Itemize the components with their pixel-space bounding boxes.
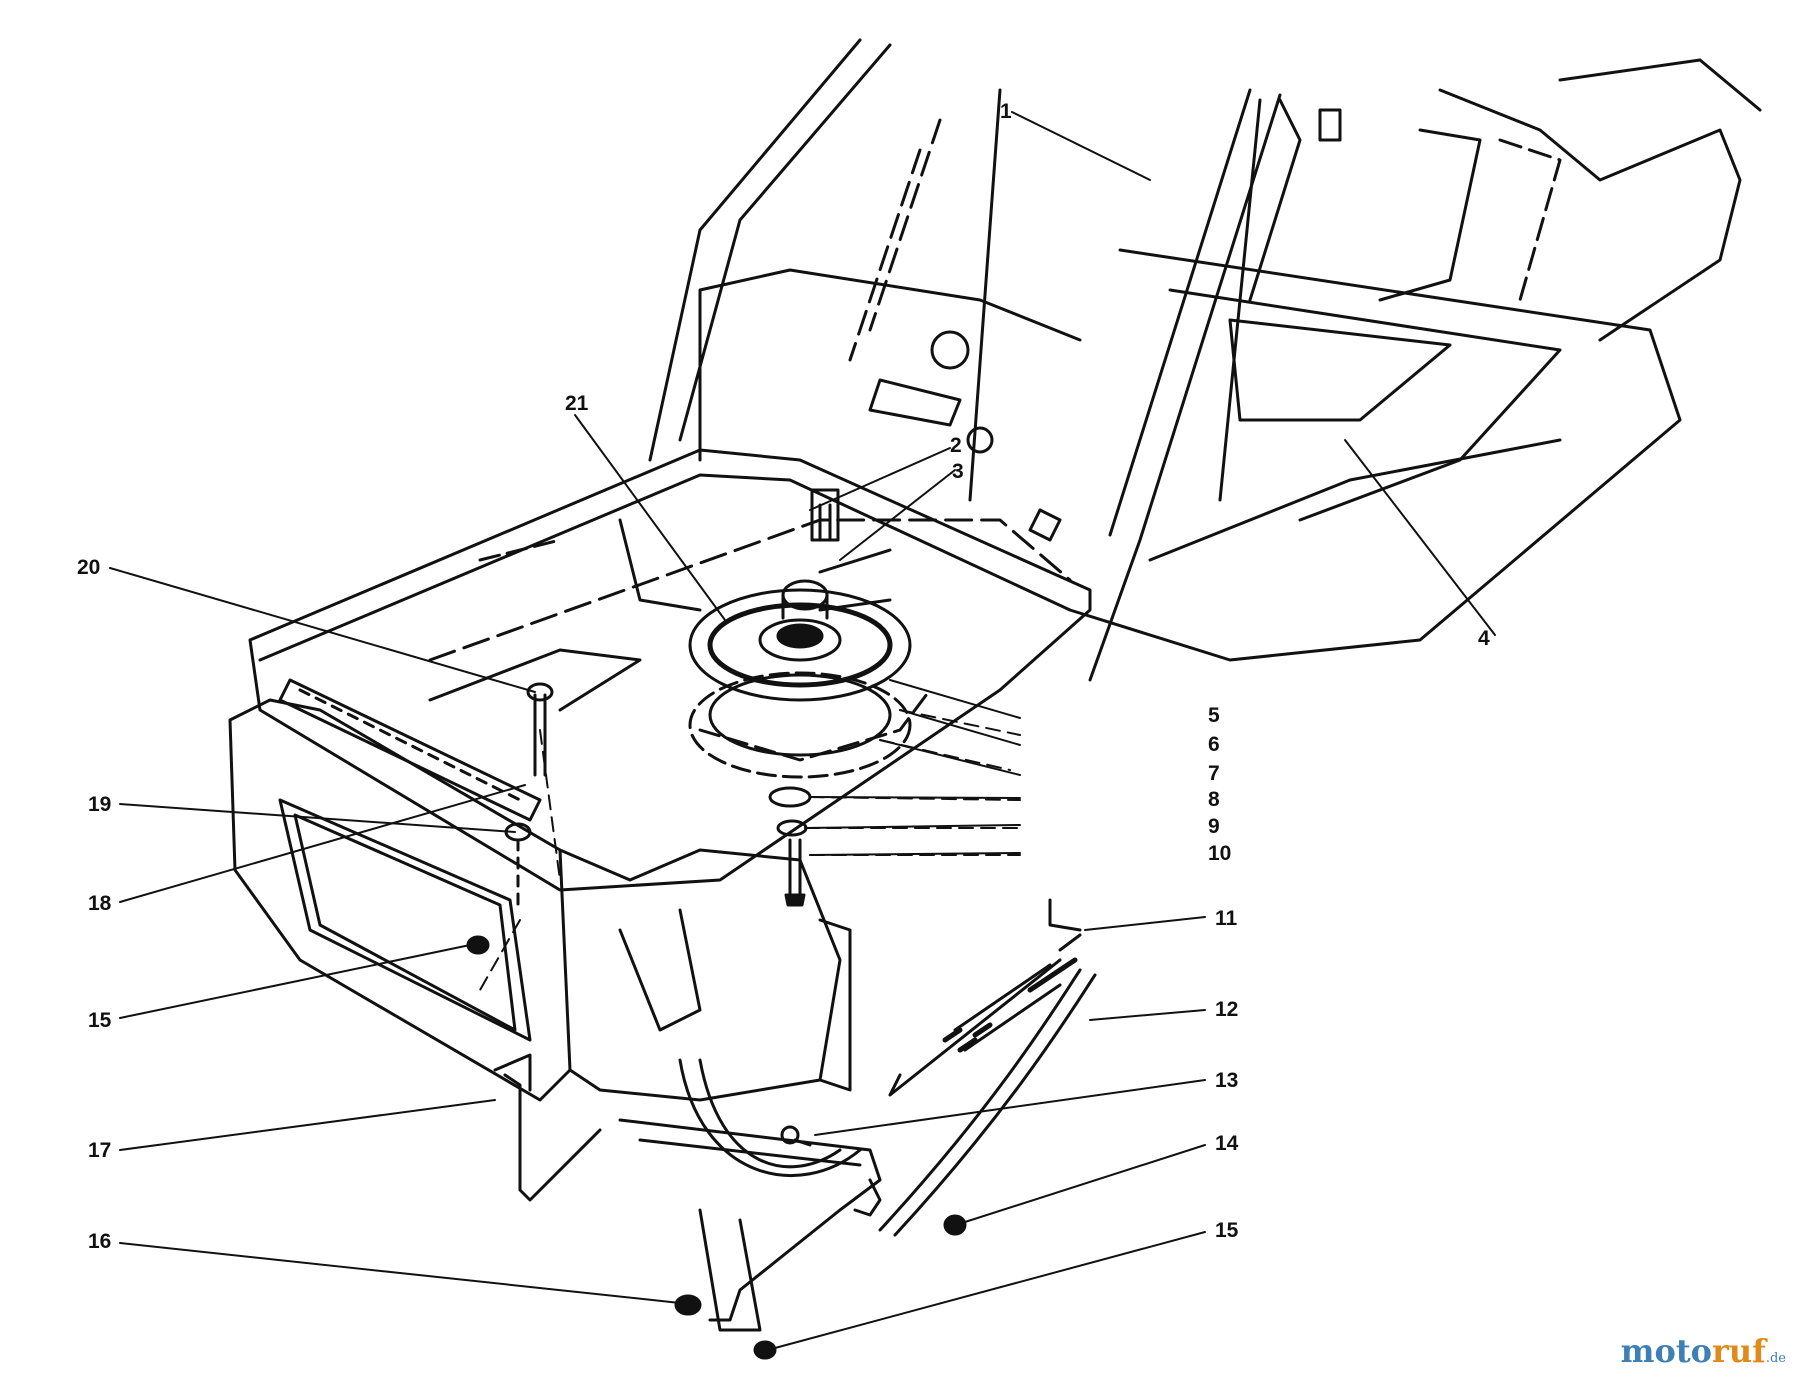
pulley-assembly — [688, 488, 932, 907]
callout-21: 21 — [565, 392, 589, 415]
callout-6: 6 — [1208, 733, 1220, 756]
callout-8: 8 — [1208, 788, 1220, 811]
watermark-domain: .de — [1765, 1351, 1786, 1366]
callout-19: 19 — [88, 793, 111, 816]
callout-9: 9 — [1208, 815, 1220, 838]
callout-13: 13 — [1215, 1069, 1238, 1092]
callout-15-lower: 15 — [1215, 1219, 1239, 1242]
watermark-logo: motoruf.de — [1621, 1332, 1786, 1370]
main-deck — [248, 268, 1092, 892]
callout-4: 4 — [1478, 627, 1490, 650]
front-housing — [228, 698, 852, 1102]
callout-12: 12 — [1215, 998, 1238, 1021]
callout-20: 20 — [77, 556, 100, 579]
callout-10: 10 — [1208, 842, 1231, 865]
callout-17: 17 — [88, 1139, 111, 1162]
callout-2: 2 — [950, 434, 962, 457]
callout-18: 18 — [88, 892, 112, 915]
callout-3: 3 — [952, 460, 964, 483]
watermark-part1: moto — [1620, 1332, 1712, 1370]
callout-16: 16 — [88, 1230, 111, 1253]
callout-1: 1 — [1000, 100, 1012, 123]
callout-7: 7 — [1208, 762, 1220, 785]
callout-5: 5 — [1208, 704, 1220, 727]
frame-uprights — [648, 38, 1302, 682]
tension-spring — [888, 898, 1082, 1097]
callout-15-left: 15 — [88, 1009, 112, 1032]
rear-frame — [1068, 58, 1762, 662]
callout-labels: 1 2 3 4 5 6 7 8 9 10 11 12 13 14 15 16 1… — [77, 100, 1490, 1253]
callout-14: 14 — [1215, 1132, 1239, 1155]
watermark-part2: ruf — [1711, 1332, 1766, 1370]
idler-bracket — [493, 968, 1097, 1360]
callout-11: 11 — [1215, 907, 1238, 930]
callout-leaders — [109, 111, 1496, 1349]
